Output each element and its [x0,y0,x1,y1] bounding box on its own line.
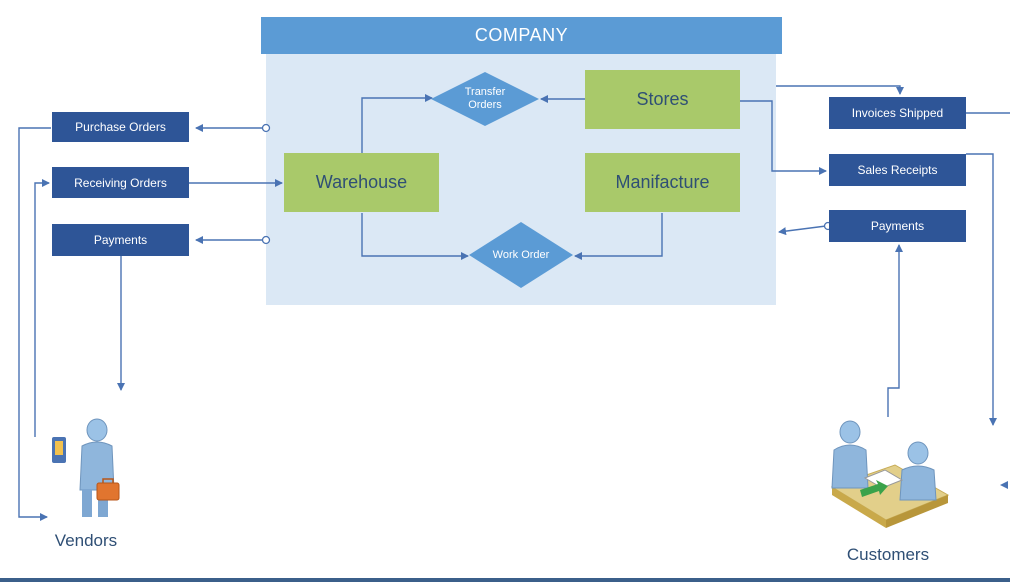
connector-warehouse-workorder [361,213,469,260]
customers-label: Customers [846,545,930,564]
connector-sales-customers [966,153,997,426]
connector-customers-return [1000,481,1008,489]
connector-warehouse-transfer [361,94,433,153]
work-order-label: Work Order [492,248,550,261]
connector-stores-invoices [776,85,904,95]
customers-figure [830,420,950,528]
vendors-figure [52,418,120,517]
customer-payments-box: Payments [829,210,966,242]
purchase-orders-box: Purchase Orders [52,112,189,142]
transfer-orders-label: Transfer Orders [464,86,506,111]
invoices-shipped-box: Invoices Shipped [829,97,966,129]
connector-customers-payments [887,244,903,417]
bottom-border [0,578,1010,582]
transfer-orders-diamond [431,72,539,126]
connector-manufacture-workorder [574,213,663,260]
manufacture-box: Manifacture [585,153,740,212]
stores-box: Stores [585,70,740,129]
receiving-orders-box: Receiving Orders [52,167,189,198]
vendor-payments-box: Payments [52,224,189,256]
connector-stores-sales [740,100,827,175]
connector-cpayments-company [778,225,827,236]
origin-dot-vpayments [261,235,271,245]
warehouse-box: Warehouse [284,153,439,212]
company-title: COMPANY [261,17,782,54]
connector-vendors-receiving [34,179,50,437]
sales-receipts-box: Sales Receipts [829,154,966,186]
work-order-diamond [469,222,573,288]
vendors-label: Vendors [54,531,118,550]
origin-dot-purchase [261,123,271,133]
connector-purchase-vendors [18,127,51,521]
